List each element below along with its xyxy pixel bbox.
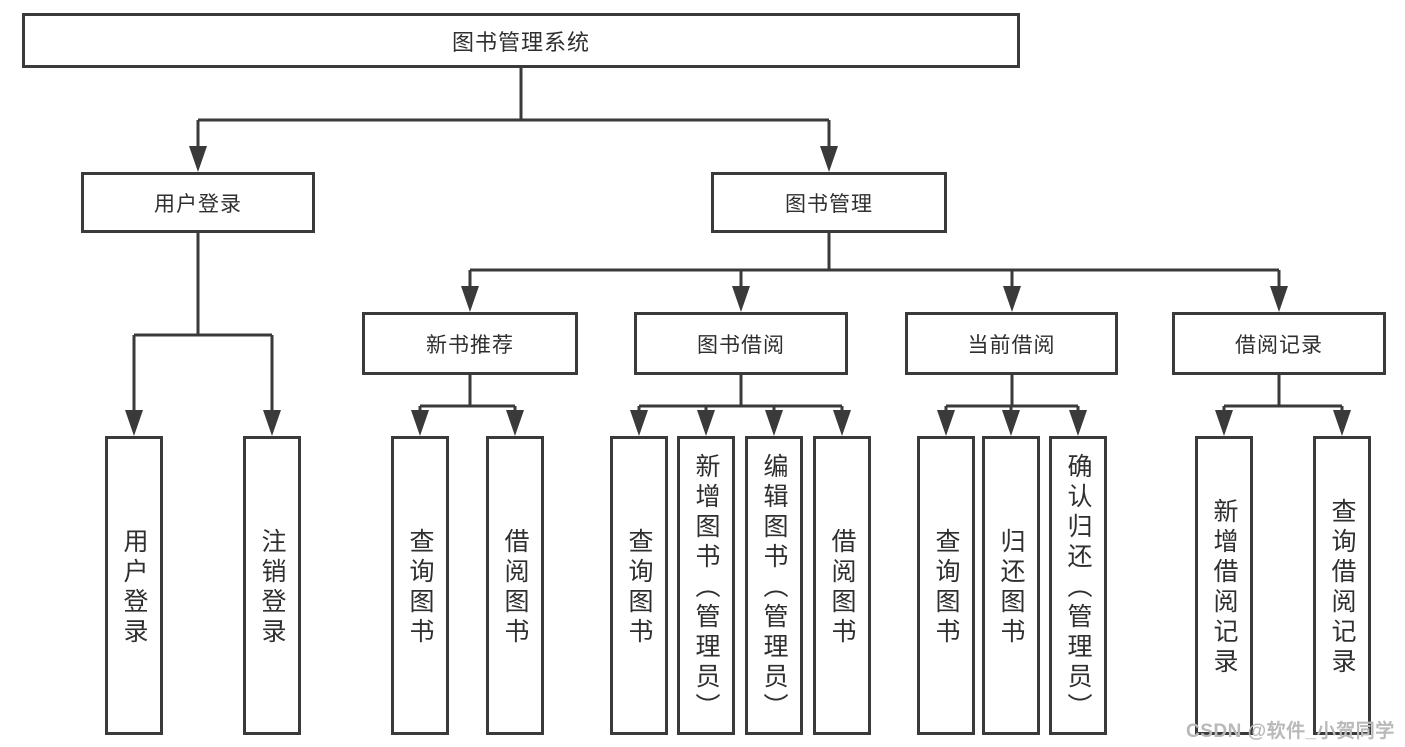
connector-new-book-recommend: [418, 375, 517, 418]
node-book-management: 图书管理: [711, 172, 947, 233]
node-label: 图书借阅: [697, 333, 785, 357]
node-leaf-confirm-return-admin: 确认归还（管理员）: [1049, 436, 1107, 735]
node-label: 新书推荐: [426, 333, 514, 357]
node-label: 借阅图书: [828, 528, 856, 648]
node-library-system: 图书管理系统: [22, 13, 1020, 68]
node-new-book-recommend: 新书推荐: [362, 312, 578, 375]
node-label: 借阅记录: [1235, 333, 1323, 357]
arrowheads: [125, 146, 1351, 436]
node-leaf-current-query-book: 查询图书: [917, 436, 975, 735]
node-leaf-recommend-query-book: 查询图书: [391, 436, 449, 735]
connector-borrow-records: [1222, 375, 1344, 418]
node-user-login: 用户登录: [81, 172, 315, 233]
node-label: 当前借阅: [967, 333, 1056, 357]
node-label: 归还图书: [997, 528, 1025, 648]
node-leaf-add-borrow-record: 新增借阅记录: [1195, 436, 1253, 735]
connector-user-login: [132, 233, 274, 418]
node-label: 图书管理系统: [451, 29, 590, 55]
node-label: 注销登录: [258, 528, 286, 648]
node-label: 查询图书: [625, 528, 653, 648]
node-label: 查询图书: [932, 528, 960, 648]
node-leaf-add-book-admin: 新增图书（管理员）: [677, 436, 735, 735]
node-label: 用户登录: [154, 192, 242, 216]
node-leaf-user-login: 用户登录: [105, 436, 163, 735]
connector-book-management: [468, 233, 1281, 294]
node-leaf-borrow-query-book: 查询图书: [610, 436, 668, 735]
node-label: 图书管理: [785, 192, 873, 216]
node-label: 编辑图书（管理员）: [760, 453, 788, 723]
node-label: 用户登录: [120, 528, 148, 648]
node-current-borrow: 当前借阅: [905, 312, 1118, 375]
node-label: 新增借阅记录: [1210, 498, 1238, 678]
node-leaf-query-borrow-record: 查询借阅记录: [1313, 436, 1371, 735]
node-label: 确认归还（管理员）: [1064, 453, 1092, 723]
node-leaf-recommend-borrow-book: 借阅图书: [486, 436, 544, 735]
node-leaf-logout: 注销登录: [243, 436, 301, 735]
connector-book-borrow: [637, 375, 844, 418]
node-leaf-return-book: 归还图书: [982, 436, 1040, 735]
connector-root: [196, 68, 831, 154]
node-borrow-records: 借阅记录: [1172, 312, 1386, 375]
node-book-borrow: 图书借阅: [634, 312, 848, 375]
node-label: 查询借阅记录: [1328, 498, 1356, 678]
node-label: 新增图书（管理员）: [692, 453, 720, 723]
watermark: CSDN @软件_小贺同学: [1186, 721, 1395, 742]
node-label: 查询图书: [406, 528, 434, 648]
node-leaf-edit-book-admin: 编辑图书（管理员）: [745, 436, 803, 735]
node-leaf-borrow-book: 借阅图书: [813, 436, 871, 735]
node-label: 借阅图书: [501, 528, 529, 648]
